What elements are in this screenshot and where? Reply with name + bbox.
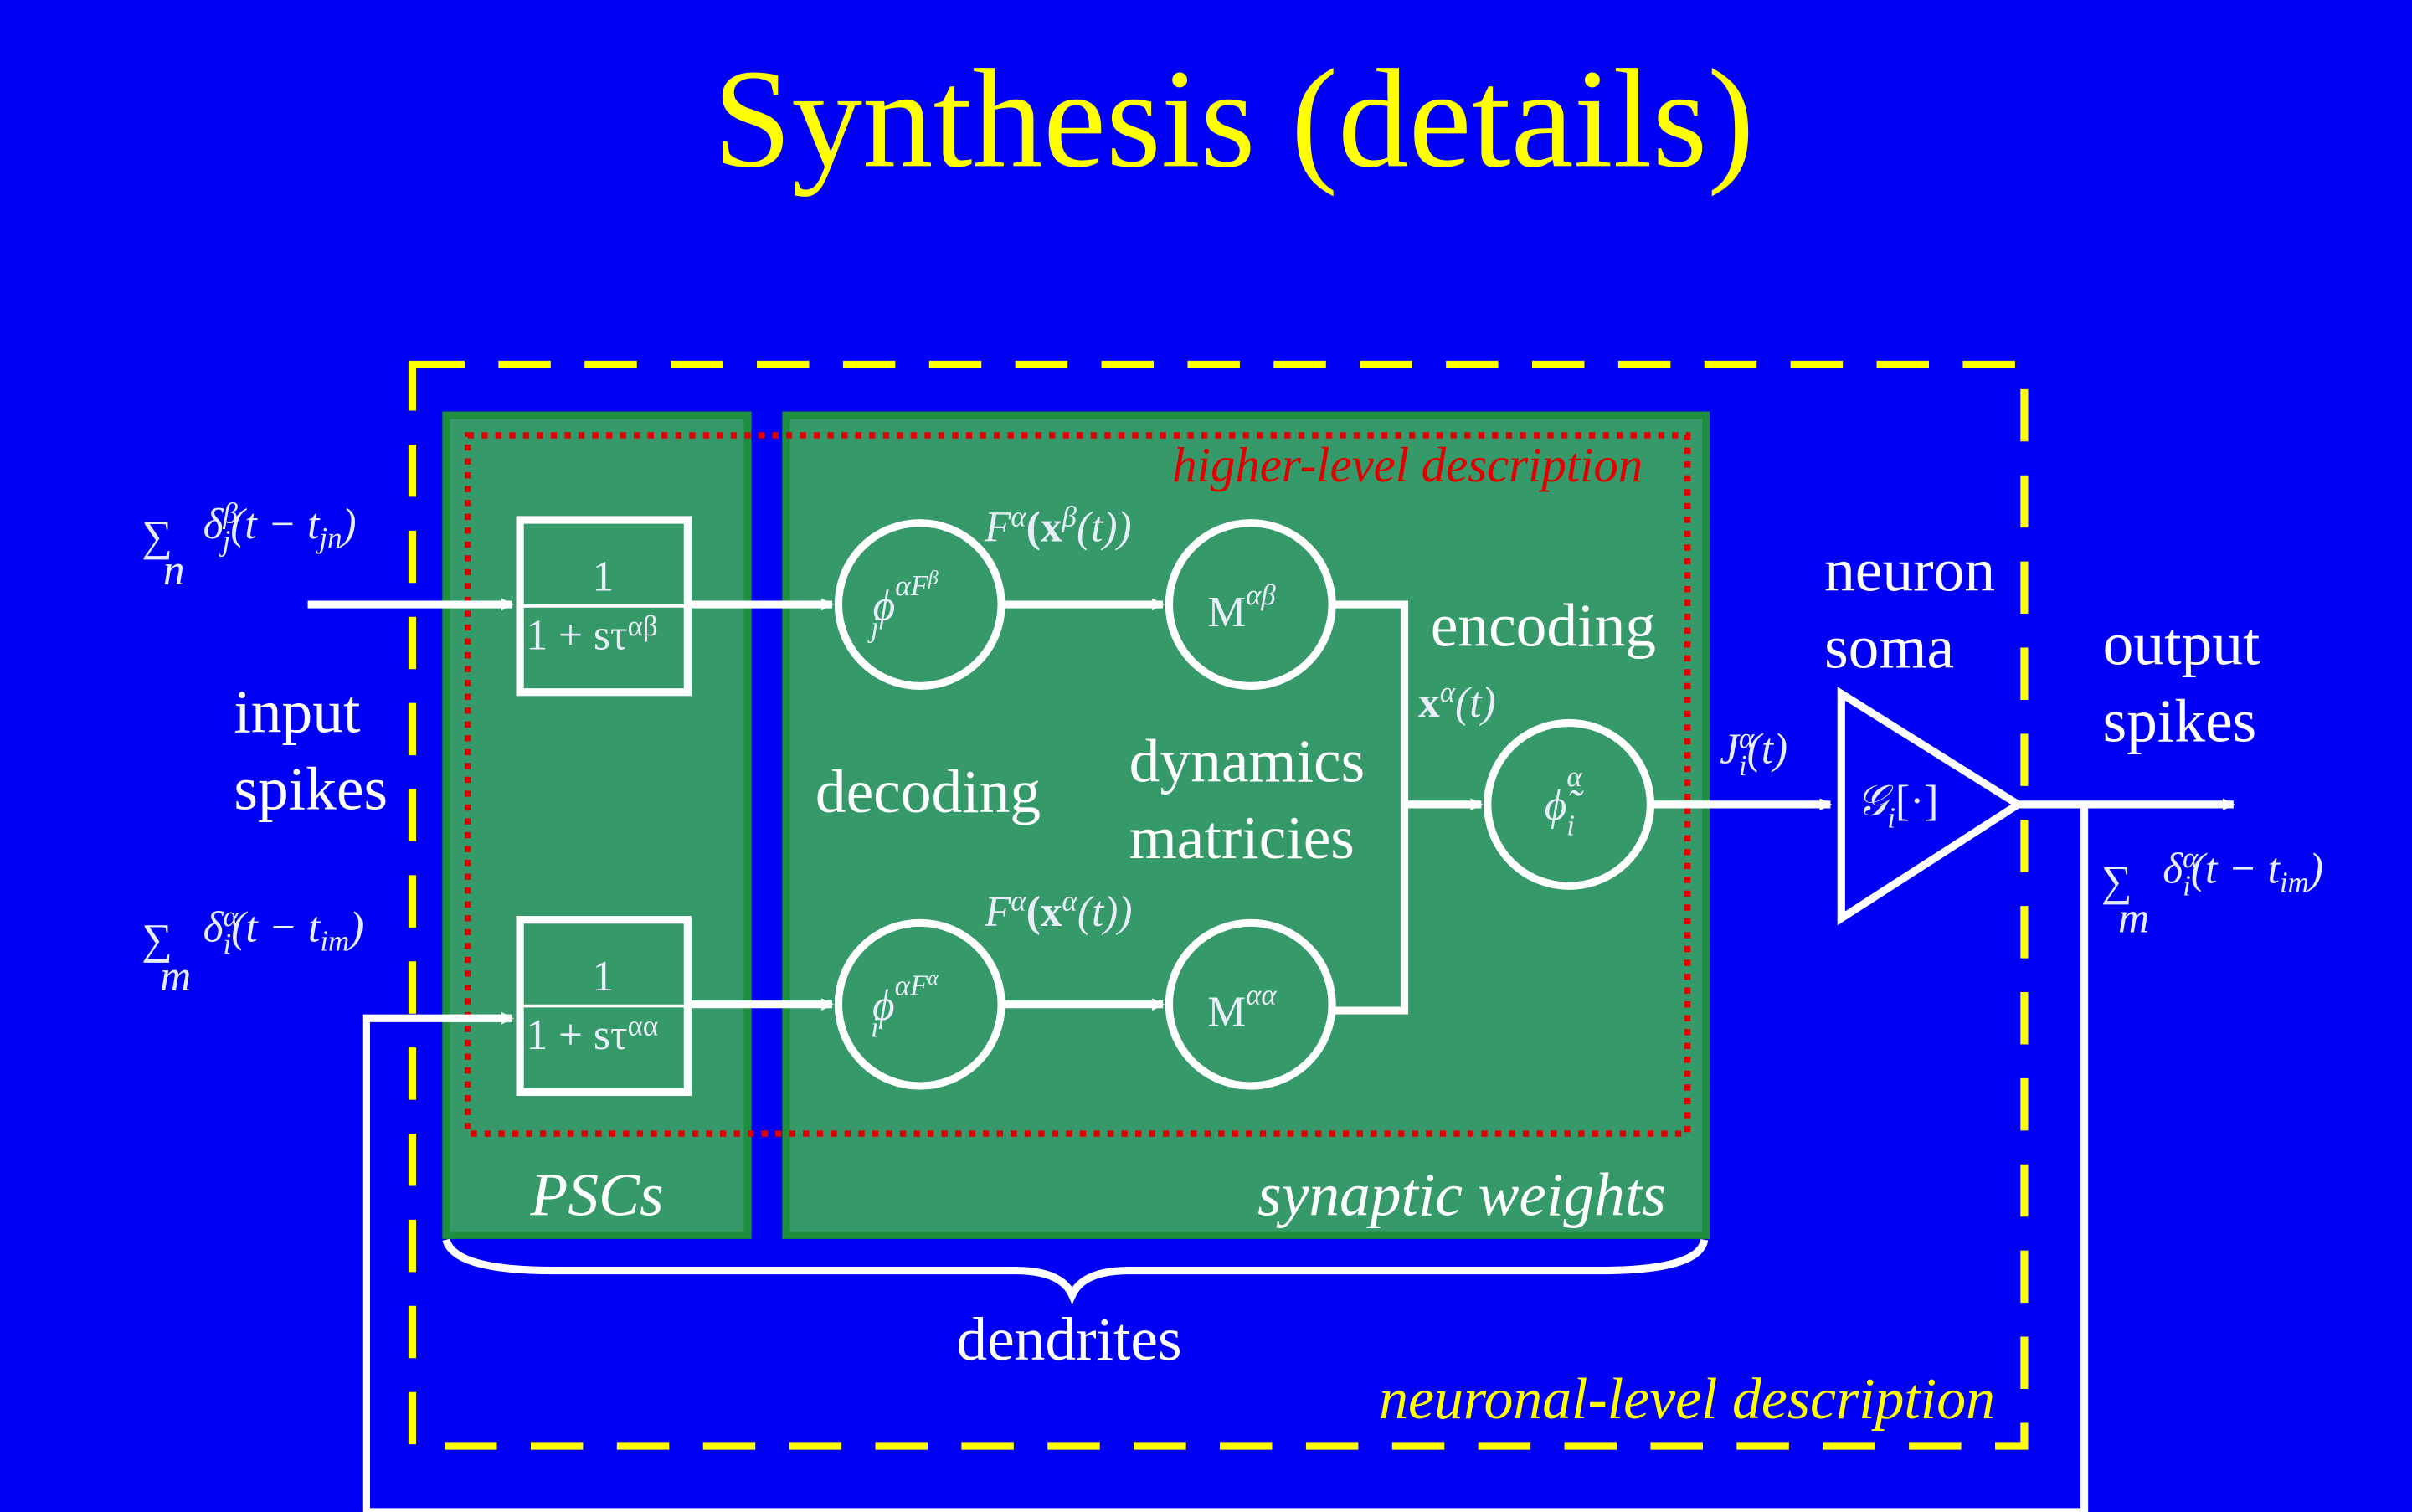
svg-text:1 + sταβ: 1 + sταβ <box>526 609 657 660</box>
pscs-label: PSCs <box>529 1160 663 1228</box>
svg-text:1 + sταα: 1 + sταα <box>526 1009 658 1059</box>
psc-top-denominator-sup: αβ <box>628 609 658 642</box>
synaptic-weights-label: synaptic weights <box>1257 1160 1666 1228</box>
dendrites-brace <box>442 1238 1709 1305</box>
dynamics-matrix-ab-node: Mαβ <box>1165 519 1336 690</box>
svg-text:∑: ∑ <box>2101 857 2132 905</box>
psc-filter-top: 1 1 + sταβ <box>516 516 692 697</box>
higher-level-label: higher-level description <box>1172 438 1643 492</box>
svg-text:Mαα: Mαα <box>1207 979 1277 1036</box>
f-of-x-alpha-label: Fα(xα(t)) <box>984 885 1133 936</box>
neuronal-level-label: neuronal-level description <box>1379 1367 1995 1432</box>
neuronal-level-box <box>408 360 2029 1450</box>
svg-text:δαi(t − tim): δαi(t − tim) <box>203 900 364 960</box>
dendrites-label: dendrites <box>956 1305 1181 1373</box>
signal-wires <box>307 598 2235 1512</box>
svg-text:m: m <box>2118 894 2149 942</box>
psc-bottom-numerator: 1 <box>592 953 614 1000</box>
encoding-label: encoding <box>1431 592 1656 660</box>
svg-text:∑: ∑ <box>141 513 172 561</box>
psc-filter-bottom: 1 1 + sταα <box>516 916 692 1097</box>
higher-level-box <box>464 432 1691 1137</box>
f-of-x-beta-label: Fα(xβ(t)) <box>984 500 1132 551</box>
svg-text:δαi(t − tim): δαi(t − tim) <box>2163 841 2323 902</box>
psc-top-denominator: 1 + sτ <box>526 611 627 659</box>
soma-nonlinearity: 𝒢i[·] <box>1837 687 2026 926</box>
psc-top-numerator: 1 <box>592 553 614 600</box>
dynamics-matrix-aa-node: Mαα <box>1165 918 1336 1090</box>
svg-text:Mαβ: Mαβ <box>1207 579 1276 636</box>
svg-text:n: n <box>163 547 185 594</box>
decoding-label: decoding <box>815 758 1041 825</box>
psc-bottom-denominator-sup: αα <box>628 1009 659 1041</box>
psc-bottom-denominator: 1 + sτ <box>526 1011 627 1059</box>
svg-text:m: m <box>160 953 191 1000</box>
slide-title: Synthesis (details) <box>713 39 1755 197</box>
svg-text:δβj(t − tjn): δβj(t − tjn) <box>203 497 357 558</box>
x-alpha-label: xα(t) <box>1418 676 1496 727</box>
svg-text:∑: ∑ <box>141 916 172 964</box>
